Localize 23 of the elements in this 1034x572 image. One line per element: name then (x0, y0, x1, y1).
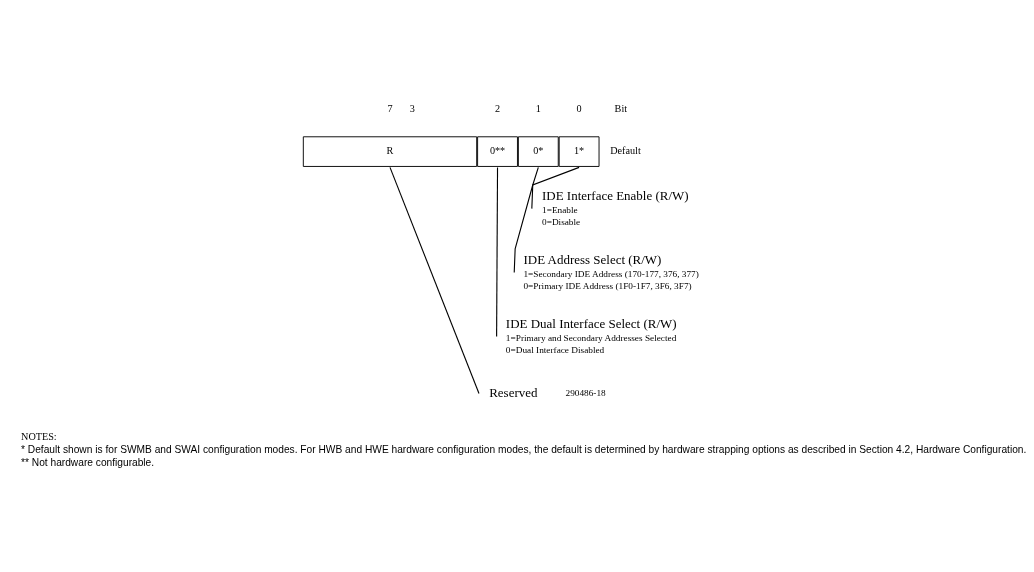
node-text: IDE Interface Enable (R/W) 1=Enable 0=Disable (542, 187, 689, 227)
node-box: 0* (517, 135, 559, 167)
label: * Default shown is for SWMB and SWAI configuration modes. For HWB and HWE hardware configuration modes, the default is determined by hardware strapping options as described in Section 4.2, Hardware Configuration. (21, 443, 1027, 455)
node-box: 1* (558, 135, 600, 167)
node-text: IDE Dual Interface Select (R/W) 1=Primary and Secondary Addresses Selected 0=Dual Interface Disabled (505, 315, 677, 355)
label: 2 (494, 102, 501, 114)
label: Default (610, 144, 641, 156)
label: 290486-18 (565, 387, 606, 398)
label: 0 (576, 102, 582, 114)
connector (389, 166, 480, 394)
node-box: 0** (477, 135, 518, 167)
node-box: R (302, 135, 478, 167)
label: 3 (409, 102, 415, 114)
label: ** Not hardware configurable. (21, 456, 155, 468)
label: NOTES: (21, 430, 57, 442)
connector (496, 166, 499, 337)
node-text: Reserved (489, 384, 538, 400)
connector (513, 166, 539, 273)
label: 7 (387, 102, 393, 114)
node-text: IDE Address Select (R/W) 1=Secondary IDE Address (170-177, 376, 377) 0=Primary IDE Address (1F0-1F7, 3F6, 3F7) (523, 251, 699, 291)
label: Bit (614, 102, 628, 114)
label: 1 (535, 102, 541, 114)
connector (531, 166, 580, 209)
